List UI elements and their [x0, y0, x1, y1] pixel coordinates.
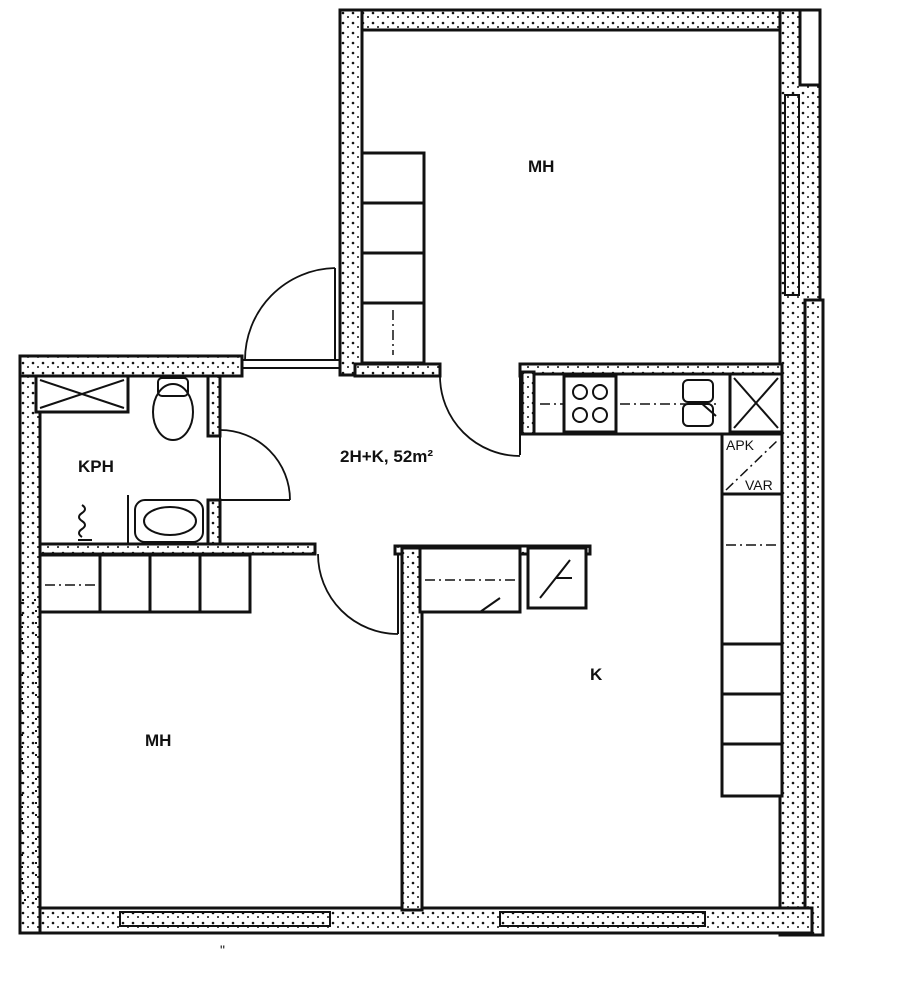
exterior-walls [18, 8, 825, 937]
closet-label-var: VAR [745, 477, 773, 493]
kitchen-sink-icon [682, 379, 717, 427]
sink-icon [127, 495, 204, 545]
room-label-kitchen: K [590, 665, 603, 684]
electrical-cabinet-icon [526, 546, 588, 610]
apartment-size-label: 2H+K, 52m² [340, 447, 433, 466]
bathroom-fixtures [34, 374, 204, 545]
windows [21, 94, 800, 927]
room-label-bedroom-top: MH [528, 157, 554, 176]
kitchen-fixtures [418, 372, 784, 798]
room-labels: MH KPH 2H+K, 52m² K MH APK VAR " [78, 157, 773, 958]
room-label-bathroom: KPH [78, 457, 114, 476]
wardrobe-lower [38, 553, 252, 614]
room-label-bedroom-bottom: MH [145, 731, 171, 750]
wardrobe-upper [360, 151, 426, 365]
toilet-icon [152, 377, 194, 441]
stove-icon [562, 374, 618, 434]
closet-label-apk: APK [726, 437, 755, 453]
doors [219, 267, 521, 635]
towel-heater-icon [78, 504, 92, 541]
interior-walls [38, 362, 784, 912]
caption-mark: " [220, 942, 225, 958]
